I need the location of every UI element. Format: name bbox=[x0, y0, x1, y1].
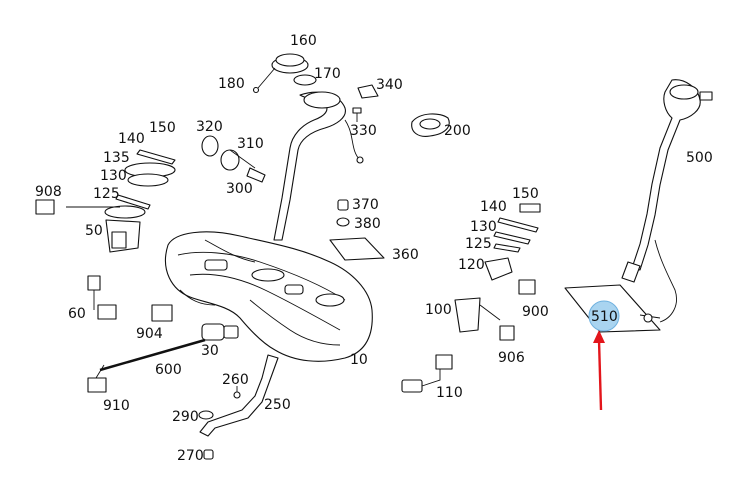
level-sender-part bbox=[454, 297, 515, 341]
callout-30: 30 bbox=[201, 343, 219, 359]
callout-140-right: 140 bbox=[480, 199, 507, 215]
callout-125-right: 125 bbox=[465, 236, 492, 252]
callout-140-left: 140 bbox=[118, 131, 145, 147]
gasket-ring-part bbox=[411, 113, 450, 137]
callout-130-right: 130 bbox=[470, 219, 497, 235]
cover-plate-part bbox=[329, 237, 385, 261]
callout-510[interactable]: 510 bbox=[591, 309, 618, 325]
sensor-part bbox=[401, 354, 453, 393]
callout-340: 340 bbox=[376, 77, 403, 93]
seal-ring-part bbox=[293, 74, 317, 86]
callout-120: 120 bbox=[458, 257, 485, 273]
cap-screw-part bbox=[336, 199, 350, 227]
callout-300: 300 bbox=[226, 181, 253, 197]
callout-290: 290 bbox=[172, 409, 199, 425]
callout-50: 50 bbox=[85, 223, 103, 239]
filler-neck-part bbox=[273, 91, 364, 241]
callout-600: 600 bbox=[155, 362, 182, 378]
pump-assembly-part bbox=[201, 135, 266, 183]
screw-part bbox=[352, 107, 362, 122]
callout-260: 260 bbox=[222, 372, 249, 388]
callout-125-left: 125 bbox=[93, 186, 120, 202]
pointer-arrow bbox=[593, 330, 605, 411]
bracket-part bbox=[357, 84, 379, 99]
callout-170: 170 bbox=[314, 66, 341, 82]
callout-906: 906 bbox=[498, 350, 525, 366]
connector-part bbox=[87, 275, 117, 320]
left-pump-stack bbox=[35, 149, 176, 253]
callout-370: 370 bbox=[352, 197, 379, 213]
callout-320: 320 bbox=[196, 119, 223, 135]
callout-270: 270 bbox=[177, 448, 204, 464]
callout-60: 60 bbox=[68, 306, 86, 322]
callout-110: 110 bbox=[436, 385, 463, 401]
callout-180: 180 bbox=[218, 76, 245, 92]
callout-900: 900 bbox=[522, 304, 549, 320]
washer-part bbox=[198, 410, 214, 420]
callout-150-left: 150 bbox=[149, 120, 176, 136]
callout-510-highlight bbox=[588, 300, 620, 332]
callout-160: 160 bbox=[290, 33, 317, 49]
coupling-part bbox=[151, 304, 239, 341]
callout-380: 380 bbox=[354, 216, 381, 232]
fuel-cap-part bbox=[252, 53, 309, 94]
callout-130-left: 130 bbox=[100, 168, 127, 184]
callout-200: 200 bbox=[444, 123, 471, 139]
fuel-tank-part bbox=[164, 231, 373, 362]
fuel-line-part bbox=[99, 338, 206, 372]
callout-135: 135 bbox=[103, 150, 130, 166]
line-connector-part bbox=[87, 364, 107, 393]
filler-pipe-part bbox=[621, 79, 713, 323]
right-pump-stack bbox=[484, 203, 541, 295]
callout-908: 908 bbox=[35, 184, 62, 200]
callout-100: 100 bbox=[425, 302, 452, 318]
callout-10: 10 bbox=[350, 352, 368, 368]
callout-904: 904 bbox=[136, 326, 163, 342]
callout-360: 360 bbox=[392, 247, 419, 263]
tank-strap-part bbox=[199, 354, 279, 437]
callout-500: 500 bbox=[686, 150, 713, 166]
callout-310: 310 bbox=[237, 136, 264, 152]
callout-910: 910 bbox=[103, 398, 130, 414]
callout-250: 250 bbox=[264, 397, 291, 413]
callout-330: 330 bbox=[350, 123, 377, 139]
callout-150-right: 150 bbox=[512, 186, 539, 202]
nut-part bbox=[203, 449, 214, 460]
